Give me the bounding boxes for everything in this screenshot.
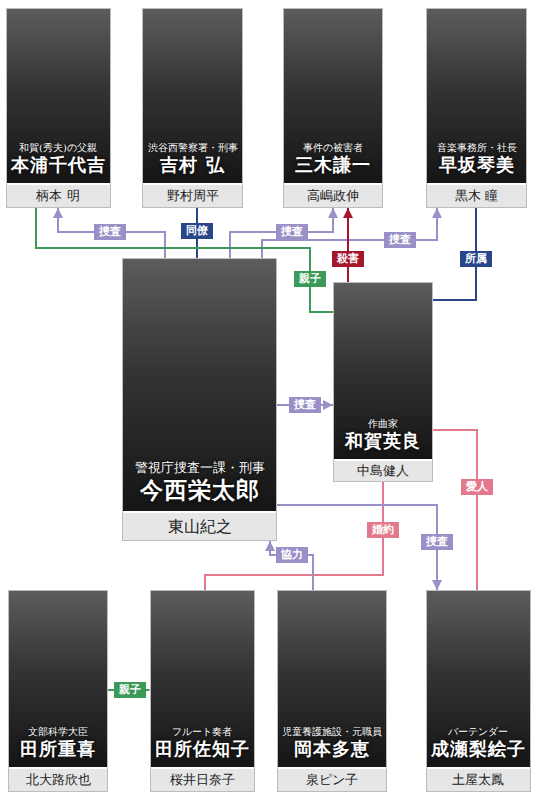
role-text: 音楽事務所・社長: [437, 141, 517, 154]
actor-band: 土屋太鳳: [427, 767, 530, 791]
portrait-area: 渋谷西警察署・刑事吉村 弘: [143, 9, 242, 183]
character-card: 文部科学大臣田所重喜北大路欣也: [8, 590, 108, 792]
portrait-area: 警視庁捜査一課・刑事今西栄太郎: [123, 259, 276, 511]
role-text: 事件の被害者: [303, 141, 363, 154]
portrait-area: 和賀(秀夫)の父親本浦千代吉: [7, 9, 110, 183]
actor-band: 野村周平: [143, 183, 242, 207]
relation-label: 捜査: [289, 397, 321, 413]
character-name: 田所佐知子: [155, 738, 250, 761]
actor-band: 桜井日奈子: [151, 767, 254, 791]
character-card: 作曲家和賀英良中島健人: [333, 282, 433, 482]
role-text: 和賀(秀夫)の父親: [19, 141, 97, 154]
portrait-area: 作曲家和賀英良: [334, 283, 432, 459]
character-name: 吉村 弘: [160, 154, 224, 177]
character-card: 事件の被害者三木謙一高嶋政伸: [283, 8, 383, 208]
character-name: 今西栄太郎: [140, 476, 260, 504]
relation-label: 捜査: [384, 232, 416, 248]
character-name: 本浦千代吉: [11, 154, 106, 177]
actor-name: 泉ピン子: [306, 771, 358, 789]
actor-band: 黒木 瞳: [427, 183, 526, 207]
relation-label: 協力: [276, 547, 308, 563]
character-card: フルート奏者田所佐知子桜井日奈子: [150, 590, 255, 792]
relation-label: 捜査: [94, 224, 126, 240]
relation-connector: [277, 505, 437, 590]
portrait-area: 事件の被害者三木謙一: [284, 9, 382, 183]
role-text: 警視庁捜査一課・刑事: [135, 460, 265, 476]
actor-band: 中島健人: [334, 459, 432, 481]
relation-label: 殺害: [332, 251, 364, 267]
role-text: 児童養護施設・元職員: [282, 725, 382, 738]
character-card: 音楽事務所・社長早坂琴美黒木 瞳: [426, 8, 527, 208]
role-text: バーテンダー: [448, 725, 508, 738]
character-card: 児童養護施設・元職員岡本多恵泉ピン子: [277, 590, 387, 792]
relation-connector: [270, 541, 313, 590]
role-text: 渋谷西警察署・刑事: [148, 141, 238, 154]
relation-label: 親子: [294, 271, 326, 287]
character-name: 岡本多恵: [294, 738, 370, 761]
relation-connector: [347, 208, 349, 282]
actor-name: 桜井日奈子: [170, 771, 235, 789]
actor-name: 高嶋政伸: [307, 187, 359, 205]
portrait-area: 児童養護施設・元職員岡本多恵: [278, 591, 386, 767]
character-card: 警視庁捜査一課・刑事今西栄太郎東山紀之: [122, 258, 277, 541]
actor-name: 柄本 明: [36, 187, 79, 205]
portrait-area: 文部科学大臣田所重喜: [9, 591, 107, 767]
actor-band: 東山紀之: [123, 511, 276, 540]
relation-label: 同僚: [181, 223, 213, 239]
actor-band: 柄本 明: [7, 183, 110, 207]
character-card: 和賀(秀夫)の父親本浦千代吉柄本 明: [6, 8, 111, 208]
portrait-area: フルート奏者田所佐知子: [151, 591, 254, 767]
character-card: バーテンダー成瀬梨絵子土屋太鳳: [426, 590, 531, 792]
role-text: 作曲家: [368, 417, 398, 430]
role-text: フルート奏者: [172, 725, 232, 738]
character-name: 三木謙一: [295, 154, 371, 177]
actor-band: 泉ピン子: [278, 767, 386, 791]
character-name: 早坂琴美: [439, 154, 515, 177]
character-name: 成瀬梨絵子: [431, 738, 526, 761]
relation-connector: [433, 430, 477, 590]
character-name: 和賀英良: [345, 430, 421, 453]
character-card: 渋谷西警察署・刑事吉村 弘野村周平: [142, 8, 243, 208]
actor-name: 中島健人: [357, 462, 409, 480]
portrait-area: 音楽事務所・社長早坂琴美: [427, 9, 526, 183]
portrait-area: バーテンダー成瀬梨絵子: [427, 591, 530, 767]
relation-label: 捜査: [276, 224, 308, 240]
actor-band: 北大路欣也: [9, 767, 107, 791]
relation-label: 親子: [114, 682, 146, 698]
actor-name: 土屋太鳳: [452, 771, 504, 789]
actor-name: 北大路欣也: [26, 771, 91, 789]
actor-band: 高嶋政伸: [284, 183, 382, 207]
actor-name: 東山紀之: [168, 516, 232, 538]
relation-label: 愛人: [461, 479, 493, 495]
relation-label: 所属: [460, 251, 492, 267]
relation-connector: [230, 208, 333, 258]
actor-name: 黒木 瞳: [455, 187, 498, 205]
relation-label: 捜査: [421, 534, 453, 550]
character-name: 田所重喜: [20, 738, 96, 761]
relation-label: 婚約: [367, 522, 399, 538]
actor-name: 野村周平: [167, 187, 219, 205]
relation-connector: [58, 208, 165, 258]
role-text: 文部科学大臣: [28, 725, 88, 738]
